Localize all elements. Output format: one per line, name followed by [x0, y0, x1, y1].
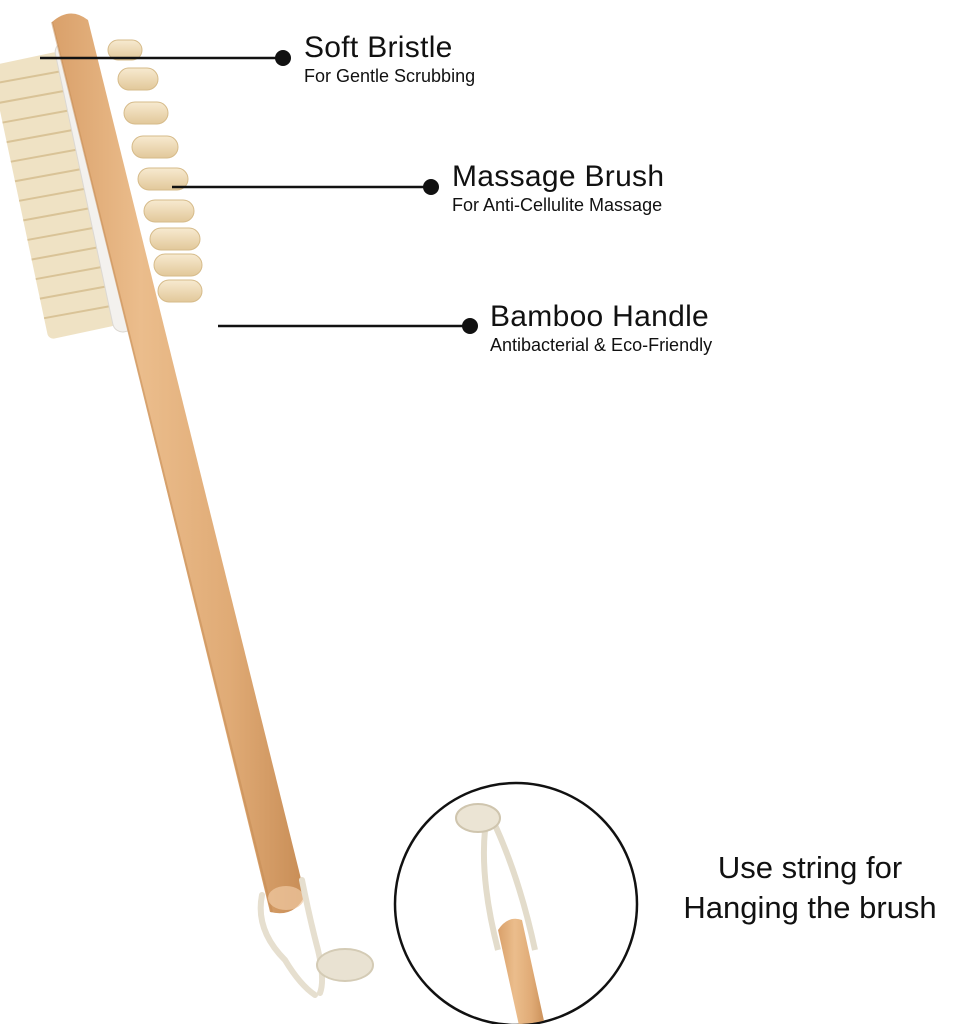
hanging-rope [257, 877, 374, 998]
hanging-note-line1: Use string for [717, 850, 903, 885]
callout-bamboo-handle-pointer [218, 318, 478, 334]
hanging-note-line2: Hanging the brush [683, 890, 937, 925]
feature-title: Soft Bristle [304, 31, 453, 64]
feature-title: Massage Brush [452, 160, 665, 193]
feature-massage-brush: Massage Brush For Anti-Cellulite Massage [452, 160, 664, 216]
hanging-note: Use string for Hanging the brush [660, 848, 959, 928]
callout-massage-brush-pointer [172, 179, 439, 195]
feature-title: Bamboo Handle [490, 300, 710, 333]
massage-nubs [107, 39, 203, 303]
callout-soft-bristle-pointer [40, 50, 291, 66]
feature-subtitle: For Anti-Cellulite Massage [452, 195, 663, 215]
feature-subtitle: For Gentle Scrubbing [304, 66, 476, 86]
rope-detail-inset [393, 781, 639, 1024]
feature-subtitle: Antibacterial & Eco-Friendly [490, 335, 713, 355]
feature-bamboo-handle: Bamboo Handle Antibacterial & Eco-Friend… [490, 300, 712, 356]
bamboo-handle [51, 13, 305, 914]
feature-soft-bristle: Soft Bristle For Gentle Scrubbing [304, 31, 475, 87]
